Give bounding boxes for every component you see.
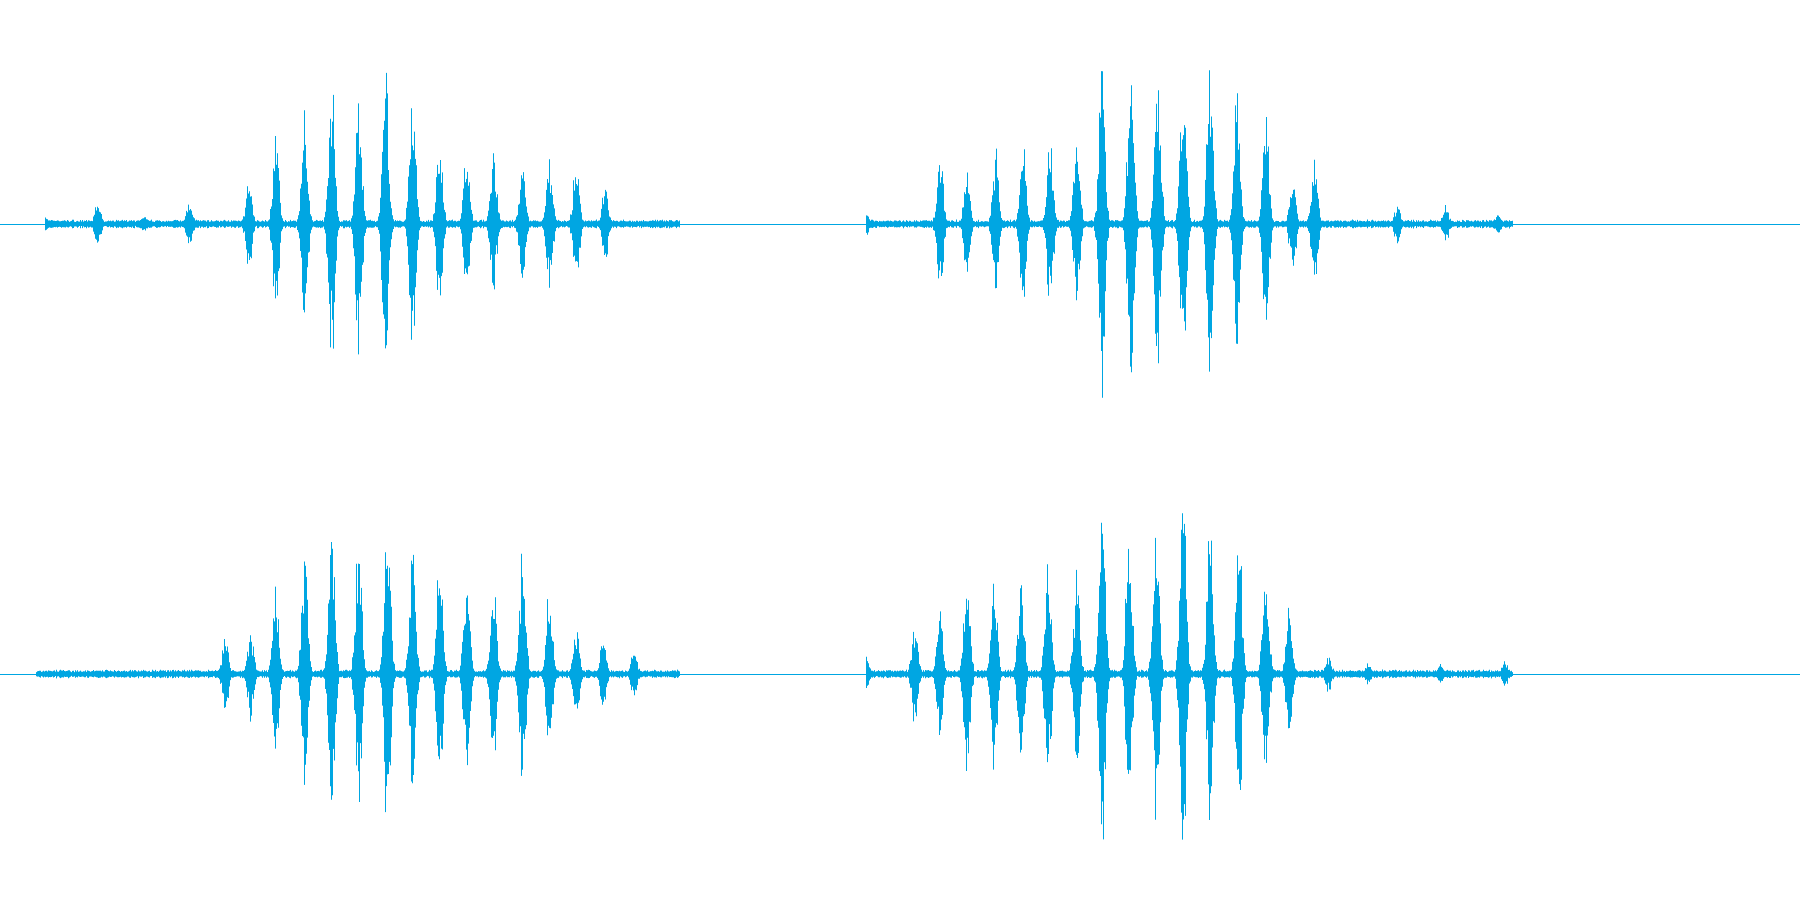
waveform-samples [45,70,1513,398]
waveform-channel-2 [0,450,1800,900]
waveform-segment [36,542,680,813]
waveform-channel-1 [0,70,1800,398]
waveform-samples [36,513,1513,840]
waveform-channel-2-svg [0,513,1800,840]
waveform-segment [866,70,1513,398]
waveform-segment [866,513,1513,840]
waveform-segment [45,72,680,355]
waveform-channel-1-svg [0,70,1800,398]
